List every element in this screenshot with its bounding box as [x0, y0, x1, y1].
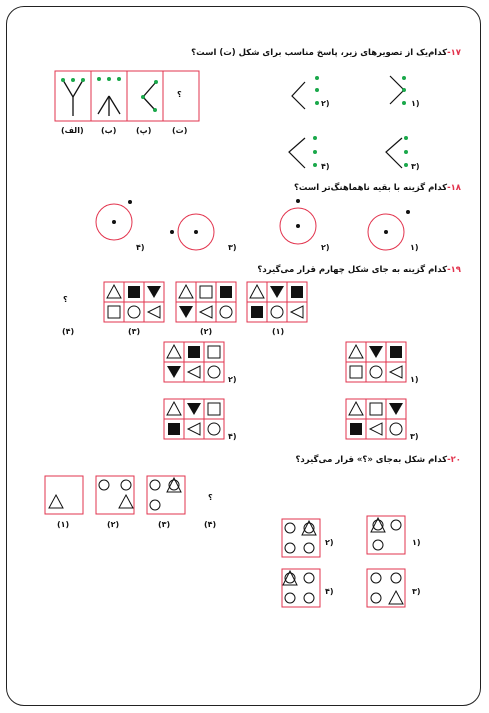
question-number: ۱۸- [447, 183, 461, 193]
q19-option-2[interactable]: ۲) [228, 375, 237, 384]
q17-label-pe: (پ) [136, 126, 152, 135]
q20-sequence-1 [44, 475, 84, 515]
q20-option-2-figure [281, 518, 321, 558]
q18-option-4[interactable]: ۴) [136, 243, 145, 252]
q20-option-4[interactable]: ۴) [325, 587, 334, 596]
q18-option-4-figure [95, 200, 133, 241]
q17-option-1[interactable]: ۱) [411, 99, 420, 108]
q19-option-2-figure [163, 341, 225, 383]
q20-label-3: (۳) [158, 520, 171, 529]
question-17: ۱۷-کدام‌یک از تصویرهای زیر، پاسخ مناسب ب… [191, 48, 461, 58]
q17-label-be: (ب) [101, 126, 117, 135]
q19-option-4[interactable]: ۴) [228, 432, 237, 441]
q20-option-1-figure [366, 515, 406, 555]
q20-option-2[interactable]: ۲) [325, 538, 334, 547]
q18-option-2-figure [279, 199, 317, 245]
q17-option-4-figure [288, 136, 317, 169]
q18-option-1[interactable]: ۱) [410, 243, 419, 252]
q17-label-te: (ت) [172, 126, 188, 135]
question-20: ۲۰-کدام شکل به‌جای «؟» قرار می‌گیرد؟ [296, 455, 462, 465]
q18-option-3[interactable]: ۳) [228, 243, 237, 252]
question-text: کدام گزینه با بقیه ناهماهنگ‌تر است؟ [294, 183, 448, 193]
q18-option-1-figure [367, 210, 410, 251]
q20-option-4-figure [281, 568, 321, 608]
q17-label-alef: (الف) [61, 126, 84, 135]
question-18: ۱۸-کدام گزینه با بقیه ناهماهنگ‌تر است؟ [294, 183, 461, 193]
q20-option-1[interactable]: ۱) [412, 538, 421, 547]
q19-sequence-2 [175, 281, 237, 323]
q20-option-3[interactable]: ۳) [412, 587, 421, 596]
q20-sequence-3 [146, 475, 186, 515]
q18-option-3-figure [170, 213, 215, 251]
q18-option-2[interactable]: ۲) [321, 243, 330, 252]
question-number: ۲۰- [447, 455, 461, 465]
question-number: ۱۹- [447, 265, 461, 275]
q20-label-1: (۱) [57, 520, 70, 529]
q17-option-2[interactable]: ۲) [321, 99, 330, 108]
q17-figure-be [97, 77, 121, 116]
q19-label-1: (۱) [272, 327, 285, 336]
q19-label-3: (۳) [128, 327, 141, 336]
q20-question-mark: ؟ [208, 493, 213, 502]
q19-label-4: (۴) [62, 327, 75, 336]
q19-option-1-figure [345, 341, 407, 383]
question-text: کدام گزینه به جای شکل چهارم قرار می‌گیرد… [257, 265, 448, 275]
q17-option-2-figure [291, 76, 319, 110]
q20-sequence-2 [95, 475, 135, 515]
q19-question-mark: ؟ [63, 295, 68, 304]
q19-label-2: (۲) [200, 327, 213, 336]
question-text: کدام‌یک از تصویرهای زیر، پاسخ مناسب برای… [191, 48, 448, 58]
q17-option-4[interactable]: ۴) [321, 162, 330, 171]
q20-option-3-figure [366, 568, 406, 608]
q19-option-3-figure [345, 398, 407, 440]
q19-option-4-figure [163, 398, 225, 440]
q17-option-3[interactable]: ۳) [411, 162, 420, 171]
question-text: کدام شکل به‌جای «؟» قرار می‌گیرد؟ [295, 455, 448, 465]
q19-option-1[interactable]: ۱) [410, 375, 419, 384]
q17-figure-alef [61, 78, 85, 116]
q17-figure-pe [141, 80, 158, 112]
q17-option-1-figure [389, 75, 406, 105]
q20-label-2: (۲) [107, 520, 120, 529]
page-border [6, 6, 481, 706]
q19-sequence-3 [103, 281, 165, 323]
q19-sequence-1 [246, 281, 308, 323]
q20-label-4: (۴) [204, 520, 217, 529]
question-19: ۱۹-کدام گزینه به جای شکل چهارم قرار می‌گ… [257, 265, 461, 275]
q17-question-mark: ؟ [177, 90, 182, 99]
q17-option-3-figure [385, 136, 408, 169]
q19-option-3[interactable]: ۳) [410, 432, 419, 441]
question-number: ۱۷- [447, 48, 461, 58]
